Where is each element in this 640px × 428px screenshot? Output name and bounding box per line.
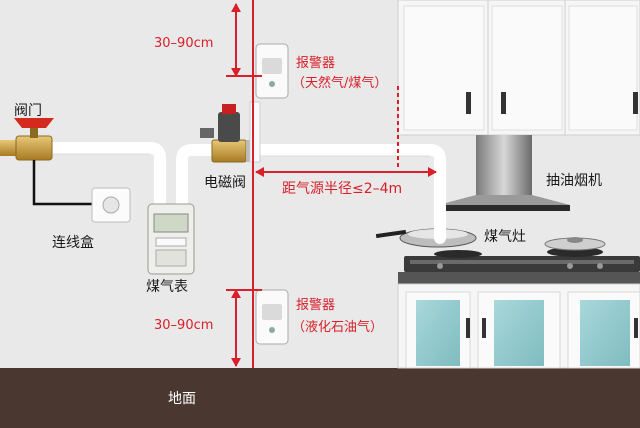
range-hood bbox=[438, 135, 570, 211]
gas-stove-label: 煤气灶 bbox=[484, 229, 526, 245]
junction-box-label: 连线盒 bbox=[52, 235, 94, 251]
junction-box bbox=[91, 187, 131, 223]
upper-cabinets bbox=[397, 0, 640, 136]
alarm-top-title: 报警器 bbox=[296, 56, 336, 71]
junction-wire bbox=[32, 160, 100, 206]
solenoid-cable-channel bbox=[249, 101, 261, 163]
gas-meter bbox=[147, 203, 195, 275]
height-top-label: 30–90cm bbox=[154, 36, 214, 51]
alarm-top-gas-type: （天然气/煤气） bbox=[292, 76, 388, 91]
lower-cabinets bbox=[397, 272, 640, 369]
alarm-bottom-title: 报警器 bbox=[296, 298, 336, 313]
floor bbox=[0, 368, 640, 428]
solenoid-valve-label: 电磁阀 bbox=[204, 175, 246, 191]
height-bottom-label: 30–90cm bbox=[154, 318, 214, 333]
measurement-lines bbox=[226, 0, 437, 368]
distance-label: 距气源半径≤2–4m bbox=[282, 181, 403, 197]
gas-pipe bbox=[42, 142, 446, 244]
valve-label: 阀门 bbox=[14, 103, 42, 119]
floor-label: 地面 bbox=[168, 391, 196, 407]
range-hood-label: 抽油烟机 bbox=[546, 173, 602, 189]
alarm-bottom bbox=[255, 289, 289, 345]
ball-valve bbox=[0, 118, 54, 161]
gas-meter-label: 煤气表 bbox=[146, 279, 188, 295]
alarm-top bbox=[255, 43, 289, 99]
alarm-bottom-gas-type: （液化石油气） bbox=[292, 320, 384, 335]
